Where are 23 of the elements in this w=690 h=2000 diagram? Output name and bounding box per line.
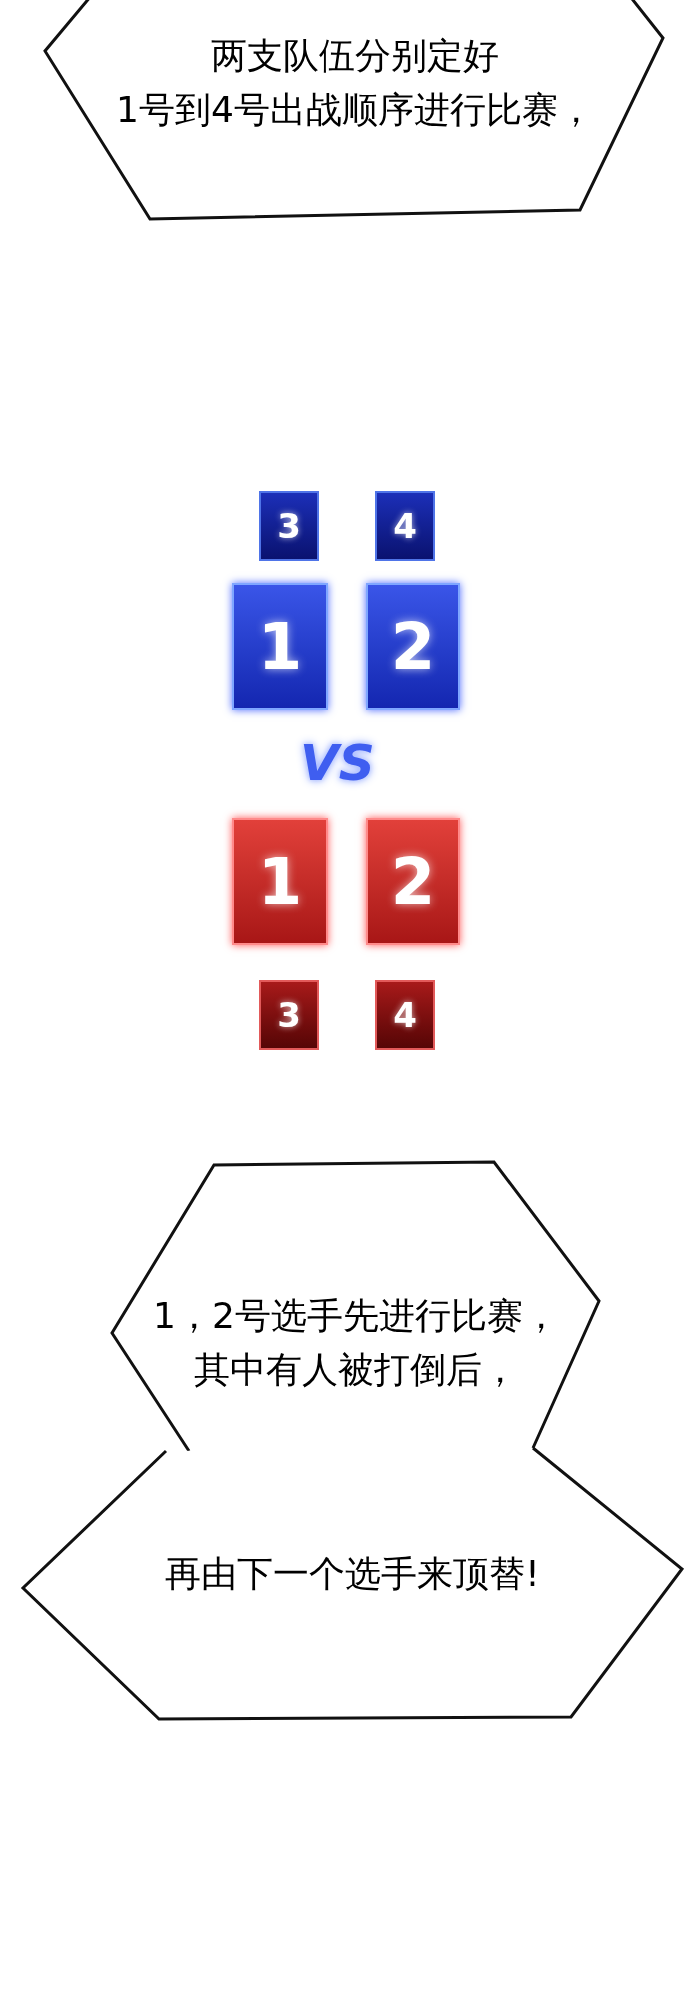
player-number: 2: [390, 614, 436, 679]
speech-text: 1，2号选手先进行比赛，: [153, 1294, 559, 1338]
speech-bubble: [20, 1446, 685, 1722]
speech-text: 1号到4号出战顺序进行比赛，: [116, 87, 594, 132]
versus-text: VS: [300, 738, 375, 788]
player-card: [366, 583, 460, 710]
speech-text: 两支队伍分别定好: [211, 33, 499, 78]
player-card: [259, 491, 319, 561]
player-number: 1: [257, 849, 303, 914]
player-number: 2: [390, 849, 436, 914]
player-card: [259, 980, 319, 1050]
speech-text: 其中有人被打倒后，: [194, 1348, 518, 1392]
player-card: [375, 491, 435, 561]
player-number: 4: [393, 998, 417, 1032]
player-number: 4: [393, 509, 417, 543]
player-card: [375, 980, 435, 1050]
speech-text: 再由下一个选手来顶替!: [165, 1552, 540, 1596]
player-number: 1: [257, 614, 303, 679]
player-card: [232, 818, 328, 945]
player-card: [232, 583, 328, 710]
player-number: 3: [277, 509, 301, 543]
player-number: 3: [277, 998, 301, 1032]
player-card: [366, 818, 460, 945]
